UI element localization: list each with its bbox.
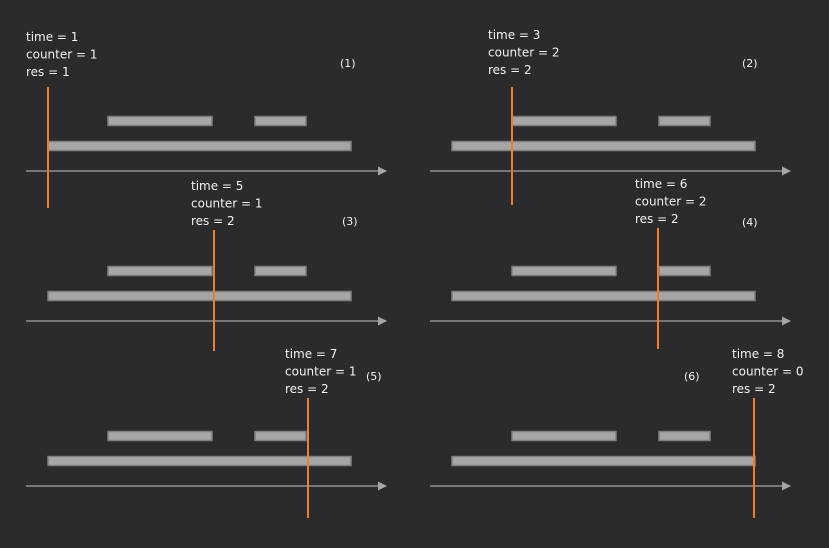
- counter-value: counter = 1: [285, 365, 357, 379]
- interval-bar: [658, 265, 711, 277]
- res-value: res = 2: [635, 212, 679, 226]
- res-value: res = 2: [191, 214, 235, 228]
- counter-value: counter = 1: [26, 48, 98, 62]
- counter-value: counter = 2: [635, 195, 707, 209]
- time-value: time = 8: [732, 347, 784, 361]
- interval-bar: [451, 455, 756, 467]
- res-value: res = 1: [26, 65, 70, 79]
- interval-bar: [254, 430, 307, 442]
- panel-label: (4): [742, 216, 758, 229]
- interval-bar: [254, 265, 307, 277]
- panel-6: time = 8 counter = 0 res = 2 (6): [430, 347, 804, 518]
- panel-4: time = 6 counter = 2 res = 2 (4): [430, 177, 791, 349]
- interval-bar: [658, 115, 711, 127]
- panel-3: time = 5 counter = 1 res = 2 (3): [26, 179, 387, 351]
- interval-bar: [47, 140, 352, 152]
- counter-value: counter = 2: [488, 46, 560, 60]
- res-value: res = 2: [488, 63, 532, 77]
- interval-bar: [254, 115, 307, 127]
- interval-bar: [107, 265, 213, 277]
- panel-label: (1): [340, 57, 356, 70]
- res-value: res = 2: [285, 382, 329, 396]
- panel-2: time = 3 counter = 2 res = 2 (2): [430, 28, 791, 205]
- time-value: time = 5: [191, 179, 243, 193]
- time-value: time = 1: [26, 30, 78, 44]
- time-value: time = 3: [488, 28, 540, 42]
- interval-bar: [451, 140, 756, 152]
- panel-label: (2): [742, 57, 758, 70]
- interval-bar: [511, 115, 617, 127]
- interval-bar: [47, 455, 352, 467]
- time-value: time = 6: [635, 177, 687, 191]
- interval-bar: [511, 265, 617, 277]
- res-value: res = 2: [732, 382, 776, 396]
- interval-bar: [47, 290, 352, 302]
- counter-value: counter = 1: [191, 197, 263, 211]
- counter-value: counter = 0: [732, 365, 804, 379]
- panel-5: time = 7 counter = 1 res = 2 (5): [26, 347, 387, 518]
- panel-label: (3): [342, 215, 358, 228]
- interval-bar: [451, 290, 756, 302]
- interval-bar: [107, 430, 213, 442]
- panel-1: time = 1 counter = 1 res = 1 (1): [26, 30, 387, 208]
- interval-bar: [658, 430, 711, 442]
- interval-bar: [107, 115, 213, 127]
- interval-bar: [511, 430, 617, 442]
- time-value: time = 7: [285, 347, 337, 361]
- panel-label: (5): [366, 370, 382, 383]
- panel-label: (6): [684, 370, 700, 383]
